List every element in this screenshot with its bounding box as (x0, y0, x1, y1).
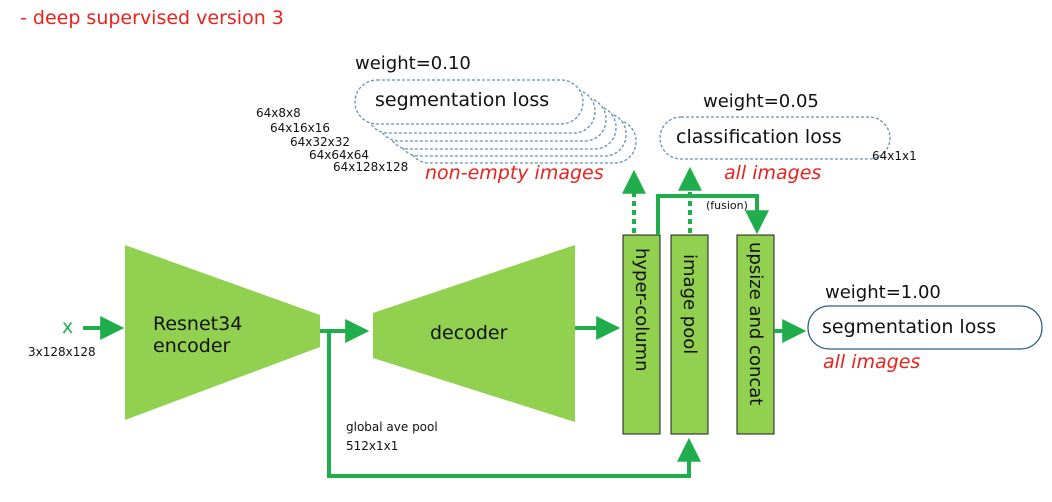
fusion-label: (fusion) (706, 199, 748, 212)
feature-size-3: 64x32x32 (290, 135, 351, 149)
classification-size: 64x1x1 (872, 149, 917, 163)
image-pool-box (670, 234, 709, 435)
hyper-column-label: hyper-column (631, 248, 652, 372)
feature-size-1: 64x8x8 (256, 106, 301, 120)
deep-supervision-loss-label: segmentation loss (375, 89, 550, 111)
hyper-column-box (622, 234, 661, 435)
classification-subset: all images (724, 162, 822, 184)
decoder-shape (373, 245, 575, 422)
final-weight: weight=1.00 (825, 282, 941, 303)
classification-weight: weight=0.05 (703, 91, 819, 112)
final-loss-label: segmentation loss (822, 316, 997, 338)
feature-size-2: 64x16x16 (270, 121, 331, 135)
pool-note-line1: global ave pool (346, 420, 438, 434)
fusion-arrow (656, 194, 769, 235)
deep-supervision-loss-stack (354, 79, 637, 164)
final-loss-box (807, 305, 1043, 350)
input-label: x (62, 316, 74, 338)
deep-supervision-subset: non-empty images (425, 162, 604, 184)
classification-loss-box (659, 116, 891, 160)
final-subset: all images (823, 351, 921, 373)
global-pool-arrow (327, 331, 701, 478)
decoder-label: decoder (430, 322, 508, 344)
encoder-label-line1: Resnet34 (153, 313, 243, 335)
deep-supervision-loss-box (354, 79, 584, 125)
classification-loss-label: classification loss (676, 126, 842, 148)
diagram-title: - deep supervised version 3 (20, 7, 284, 29)
upsize-concat-box (736, 234, 775, 435)
deep-supervision-weight: weight=0.10 (355, 53, 471, 74)
feature-size-4: 64x64x64 (309, 148, 370, 162)
upsize-concat-label: upsize and concat (745, 242, 766, 406)
pool-note-line2: 512x1x1 (346, 439, 399, 453)
image-pool-label: image pool (679, 254, 700, 355)
feature-size-5: 64x128x128 (333, 160, 409, 174)
input-size: 3x128x128 (28, 345, 96, 359)
encoder-label-line2: encoder (153, 335, 231, 357)
encoder-shape (125, 245, 320, 420)
